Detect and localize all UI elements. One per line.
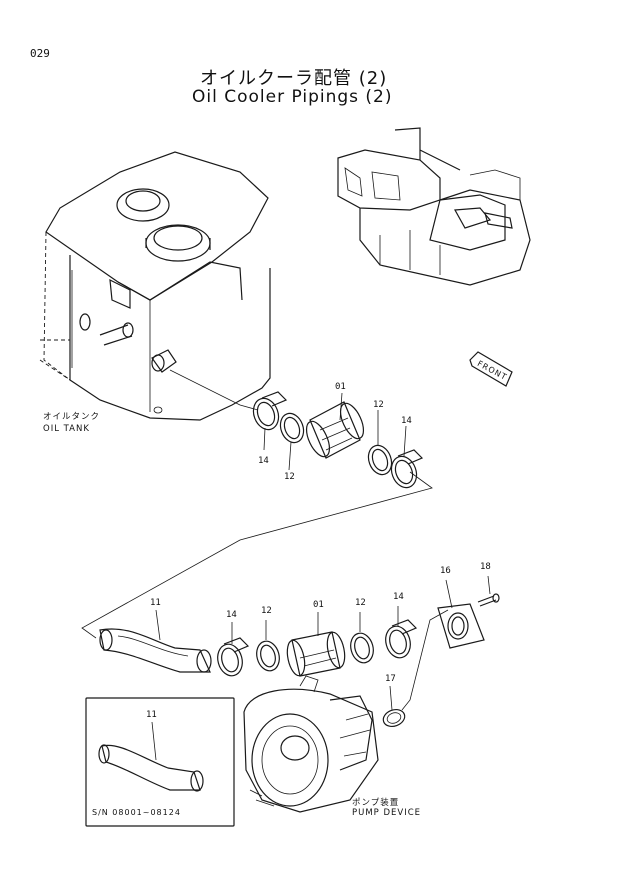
callout-upper-12-left: 12 [284, 472, 295, 482]
page-title-japanese: オイルクーラ配管 (2) [200, 68, 388, 89]
lower-hose-assembly [99, 575, 500, 728]
pump-device-label-english: PUMP DEVICE [352, 808, 422, 818]
callout-upper-14-right: 14 [401, 416, 412, 426]
excavator-thumbnail [337, 127, 531, 286]
callout-lower-12-left: 12 [261, 606, 272, 616]
upper-hose-assembly [252, 391, 424, 489]
oil-tank-drawing [39, 151, 271, 421]
page-title-english: Oil Cooler Pipings (2) [192, 87, 393, 107]
callout-upper-14-left: 14 [258, 456, 269, 466]
front-direction-arrow [469, 351, 513, 387]
page-number: 029 [30, 47, 50, 60]
callout-lower-11: 11 [150, 598, 161, 608]
callout-lower-18: 18 [480, 562, 491, 572]
oil-tank-label-english: OIL TANK [43, 424, 90, 434]
oil-tank-label-japanese: オイルタンク [43, 412, 101, 422]
callout-lower-01: 01 [313, 600, 324, 610]
callout-inset-11: 11 [146, 710, 157, 720]
callout-lower-14-right: 14 [393, 592, 404, 602]
assembly-connector-outline [81, 471, 433, 639]
pump-device-label-japanese: ポンプ装置 [352, 798, 400, 808]
serial-inset [85, 697, 235, 827]
callout-upper-12-right: 12 [373, 400, 384, 410]
callout-upper-01: 01 [335, 382, 346, 392]
callout-lower-12-right: 12 [355, 598, 366, 608]
callout-lower-17: 17 [385, 674, 396, 684]
serial-number-range: S/N 08001~08124 [92, 808, 181, 817]
pump-device-drawing [243, 675, 379, 813]
callout-lower-14-left: 14 [226, 610, 237, 620]
callout-lower-16: 16 [440, 566, 451, 576]
